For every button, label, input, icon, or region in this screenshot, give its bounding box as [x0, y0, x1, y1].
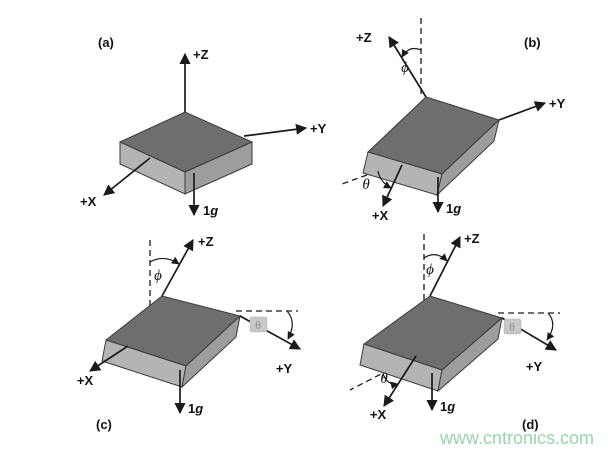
- theta-glyph-label: θ: [509, 320, 515, 334]
- z-axis-label: +Z: [464, 231, 480, 246]
- theta-angle-arrow-left: [382, 373, 399, 390]
- x-axis-label: +X: [80, 194, 97, 209]
- phi-angle-arrow: [423, 253, 448, 262]
- theta-glyph-box: [503, 318, 522, 335]
- theta-glyph: θ: [503, 318, 522, 335]
- phi-angle-arrow: [149, 256, 180, 265]
- theta-glyph: θ: [249, 316, 268, 333]
- box-right-face: [184, 141, 253, 195]
- z-axis-arrow: [429, 236, 461, 297]
- panel-a: (a) +Z +Y +X 1g: [80, 35, 327, 218]
- y-axis-label: +Y: [310, 121, 327, 136]
- theta-angle-label: θ: [362, 177, 370, 193]
- phi-angle-label: ϕ: [154, 268, 162, 284]
- y-axis-label: +Y: [276, 361, 293, 376]
- y-axis-label: +Y: [526, 359, 543, 374]
- y-axis-label: +Y: [549, 96, 566, 111]
- x-axis-arrow: [103, 157, 151, 196]
- panel-d: (d) ϕ θ θ +Z +Y +X 1g: [349, 231, 560, 432]
- gravity-label: 1g: [203, 203, 218, 218]
- panel-b: (b) ϕ θ +Z +Y +X 1g: [341, 18, 566, 223]
- z-axis-label: +Z: [198, 234, 214, 249]
- box-right-face: [437, 316, 503, 393]
- gravity-label: 1g: [440, 399, 455, 414]
- x-axis-arrow: [89, 345, 129, 372]
- panel-c-label: (c): [96, 417, 112, 432]
- x-axis-arrow: [382, 164, 403, 208]
- theta-glyph-label: θ: [255, 318, 261, 332]
- panel-d-label: (d): [522, 417, 539, 432]
- phi-angle-arrow: [401, 47, 422, 58]
- theta-glyph-box: [249, 316, 268, 333]
- y-axis-arrow: [498, 101, 547, 121]
- x-axis-label: +X: [370, 407, 387, 422]
- x-axis-label: +X: [372, 208, 389, 223]
- gravity-label: 1g: [446, 201, 461, 216]
- z-axis-label: +Z: [193, 47, 209, 62]
- theta-angle-label: θ: [380, 371, 388, 387]
- gravity-label: 1g: [188, 401, 203, 416]
- z-axis-label: +Z: [356, 30, 372, 45]
- phi-angle-label: ϕ: [401, 60, 409, 76]
- box-right-face: [181, 314, 241, 389]
- panel-b-label: (b): [524, 35, 541, 50]
- x-axis-arrow: [383, 355, 417, 407]
- theta-angle-arrow-right: [546, 312, 555, 341]
- z-axis-arrow: [388, 36, 427, 98]
- theta-angle-arrow: [377, 170, 392, 189]
- x-axis-label: +X: [77, 373, 94, 388]
- y-axis-arrow: [243, 123, 308, 137]
- panel-a-label: (a): [98, 35, 114, 50]
- panel-c: (c) ϕ θ +Z +Y +X 1g: [77, 234, 301, 432]
- theta-angle-arrow: [286, 310, 295, 340]
- z-axis-arrow: [161, 239, 194, 297]
- phi-angle-label: ϕ: [426, 262, 434, 278]
- watermark: www.cntronics.com: [439, 428, 594, 448]
